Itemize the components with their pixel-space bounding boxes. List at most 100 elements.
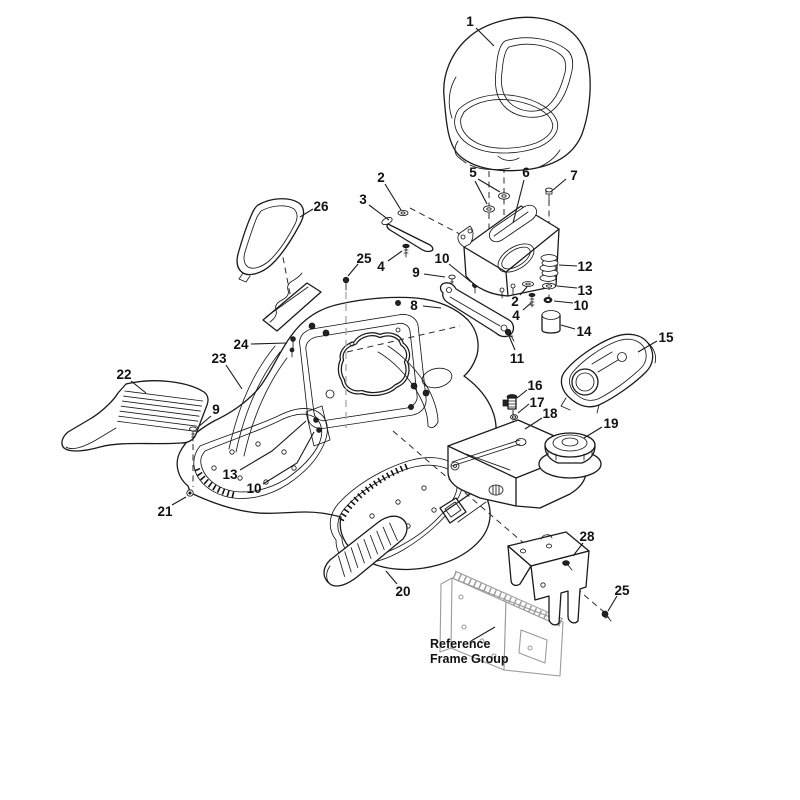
part-console-cupholder (560, 333, 657, 414)
callout-number: 10 (573, 298, 588, 313)
callout-leader-line (508, 335, 516, 351)
callout-leader-line (560, 324, 576, 330)
callout-23-25: 23 (211, 351, 243, 390)
callout-leader-line (553, 300, 574, 304)
callout-14-17: 14 (560, 324, 592, 339)
callout-leader-line (171, 496, 187, 506)
hardware-oring-17 (510, 414, 518, 420)
callout-18-21: 18 (524, 406, 558, 430)
callout-25-6: 25 (347, 251, 372, 277)
callout-leader-line (522, 302, 532, 311)
callout-11-16: 11 (508, 335, 525, 366)
callout-5-3: 5 (469, 165, 501, 205)
hardware-bolt-4a (402, 243, 410, 258)
callout-number: 26 (313, 199, 329, 214)
callout-number: 13 (577, 283, 593, 298)
callout-number: 3 (359, 192, 367, 207)
part-fender-deck (176, 296, 497, 571)
hardware-screw-9b (189, 426, 197, 442)
part-support-bar (439, 282, 515, 338)
callout-number: 10 (246, 481, 261, 496)
callout-number: 10 (434, 251, 449, 266)
hardware-screw-25a (342, 276, 350, 291)
callout-4-14: 4 (512, 302, 532, 323)
svg-text:Reference: Reference (430, 637, 490, 651)
reference-label-line1: Reference (430, 637, 490, 651)
callout-number: 9 (412, 265, 420, 280)
callout-number: 21 (157, 504, 173, 519)
callout-leader-line (130, 380, 147, 394)
callout-number: 4 (377, 259, 385, 274)
callout-number: 25 (356, 251, 372, 266)
callout-leader-line (474, 180, 488, 205)
callout-leader-line (422, 305, 442, 309)
callout-13-28: 13 (222, 420, 307, 482)
callout-leader-line (524, 417, 543, 430)
callout-number: 22 (116, 367, 131, 382)
callout-2-13: 2 (511, 286, 528, 309)
callout-leader-line (558, 264, 578, 267)
callout-21-30: 21 (157, 496, 187, 519)
callout-leader-line (250, 342, 288, 345)
hardware-bolt-11 (504, 328, 515, 342)
callout-19-22: 19 (583, 416, 619, 439)
callout-leader-line (347, 263, 359, 277)
callout-4-7: 4 (377, 250, 403, 274)
callout-leader-line (299, 208, 314, 218)
callout-leader-line (512, 179, 525, 224)
callout-12-10: 12 (558, 259, 593, 274)
callout-leader-line (448, 263, 472, 283)
part-right-foot-pad (323, 515, 408, 587)
callout-leader-line (519, 286, 528, 296)
svg-text:Frame Group: Frame Group (430, 652, 509, 666)
hardware-washer-2b (522, 281, 534, 287)
callout-leader-line (517, 403, 530, 414)
callout-number: 5 (469, 165, 477, 180)
callout-leader-line (262, 431, 315, 485)
callout-number: 11 (510, 351, 525, 366)
callout-17-20: 17 (517, 395, 545, 414)
callout-10-9: 10 (434, 251, 472, 283)
hardware-nut-21 (186, 489, 194, 497)
callout-leader-line (572, 542, 584, 557)
callout-leader-line (387, 250, 403, 262)
part-spacer-14 (541, 310, 561, 334)
callout-leader-line (637, 340, 658, 353)
part-scuff-strip (262, 272, 322, 332)
part-adjust-rod (381, 216, 434, 253)
reference-frame-label: Reference Frame Group (430, 626, 509, 666)
callout-leader-line (225, 364, 243, 390)
callout-leader-line (477, 178, 501, 193)
hardware-screw-24 (289, 336, 296, 358)
callout-28-32: 28 (572, 529, 595, 557)
callout-number: 20 (395, 584, 410, 599)
part-seat-bracket (457, 204, 560, 299)
callout-26-23: 26 (299, 199, 329, 218)
callout-number: 9 (212, 402, 220, 417)
callout-number: 12 (577, 259, 592, 274)
part-fuel-cap (538, 432, 602, 479)
callout-20-31: 20 (385, 570, 411, 599)
callout-2-1: 2 (377, 170, 402, 211)
callout-10-29: 10 (246, 431, 315, 496)
callout-10-12: 10 (553, 298, 589, 313)
callout-leader-line (583, 426, 603, 439)
callout-leader-line (384, 183, 402, 211)
reference-label-line2: Frame Group (430, 652, 509, 666)
callout-1-0: 1 (466, 14, 495, 47)
callout-number: 7 (570, 168, 578, 183)
part-cover-26 (236, 198, 305, 283)
hardware-nut-10c (543, 296, 553, 304)
hardware-nuts-5 (483, 192, 510, 213)
callout-8-15: 8 (410, 298, 442, 313)
hardware-screw-7 (545, 187, 553, 204)
callout-number: 13 (222, 467, 238, 482)
callout-leader-line (368, 204, 390, 221)
callout-9-8: 9 (412, 265, 446, 280)
callout-leader-line (475, 27, 495, 47)
callout-25-33: 25 (607, 583, 630, 612)
part-seat (443, 16, 591, 172)
callout-22-26: 22 (116, 367, 147, 394)
